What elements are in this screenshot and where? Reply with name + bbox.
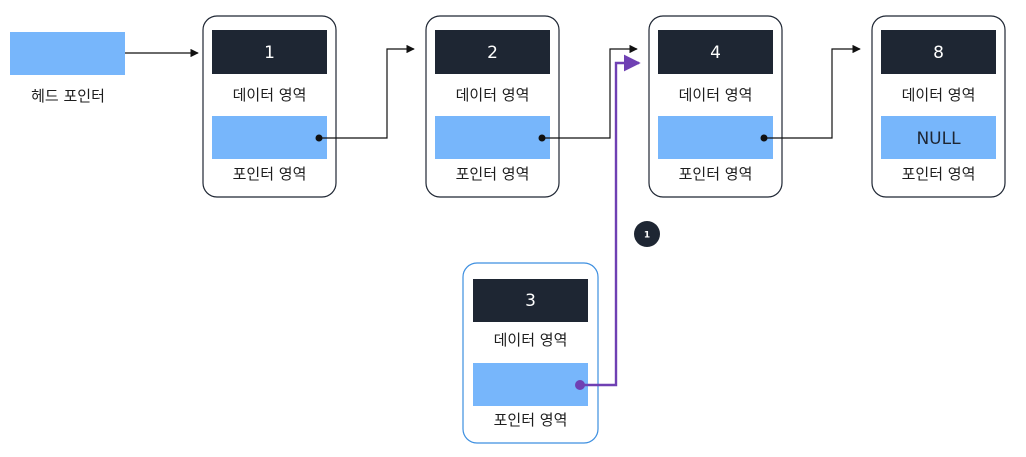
null-pointer-value: NULL bbox=[916, 129, 961, 149]
node-3-to-node-4-new-link bbox=[580, 54, 641, 387]
list-node-1: 1 데이터 영역 포인터 영역 bbox=[202, 15, 337, 198]
head-pointer-label: 헤드 포인터 bbox=[31, 87, 105, 105]
pointer-area-label: 포인터 영역 bbox=[233, 165, 307, 183]
data-area-label: 데이터 영역 bbox=[233, 86, 307, 104]
data-field bbox=[473, 279, 588, 322]
step-badge-number: 1 bbox=[644, 231, 650, 241]
data-value: 4 bbox=[710, 43, 721, 63]
head-pointer-box bbox=[10, 32, 125, 75]
data-value: 3 bbox=[525, 291, 536, 311]
node-2-to-node-4-arrow bbox=[542, 44, 638, 139]
data-area-label: 데이터 영역 bbox=[456, 86, 530, 104]
connectors bbox=[125, 44, 861, 390]
data-area-label: 데이터 영역 bbox=[902, 86, 976, 104]
step-badge-circle bbox=[634, 221, 660, 247]
data-field bbox=[658, 30, 773, 74]
pointer-area-label: 포인터 영역 bbox=[679, 165, 753, 183]
pointer-field bbox=[435, 116, 550, 159]
pointer-area-label: 포인터 영역 bbox=[456, 165, 530, 183]
data-field bbox=[881, 30, 996, 74]
pointer-field bbox=[881, 116, 996, 159]
step-badge: 1 bbox=[634, 221, 660, 247]
data-field bbox=[435, 30, 550, 74]
list-node-4: 4 데이터 영역 포인터 영역 bbox=[648, 15, 783, 198]
head-pointer: 헤드 포인터 bbox=[10, 32, 125, 105]
pointer-area-label: 포인터 영역 bbox=[902, 165, 976, 183]
new-list-node-3: 3 데이터 영역 포인터 영역 bbox=[462, 262, 599, 444]
pointer-area-label: 포인터 영역 bbox=[494, 411, 568, 429]
data-value: 2 bbox=[487, 43, 498, 63]
node-4-to-node-8-arrow bbox=[764, 44, 861, 139]
data-value: 1 bbox=[264, 43, 275, 63]
node-1-to-node-2-arrow bbox=[319, 44, 415, 139]
list-node-8: 8 데이터 영역 NULL 포인터 영역 bbox=[871, 15, 1006, 198]
data-area-label: 데이터 영역 bbox=[494, 331, 568, 349]
pointer-field bbox=[658, 116, 773, 159]
data-area-label: 데이터 영역 bbox=[679, 86, 753, 104]
data-value: 8 bbox=[933, 43, 944, 63]
pointer-field bbox=[473, 363, 588, 406]
pointer-field bbox=[212, 116, 327, 159]
list-node-2: 2 데이터 영역 포인터 영역 bbox=[425, 15, 560, 198]
data-field bbox=[212, 30, 327, 74]
